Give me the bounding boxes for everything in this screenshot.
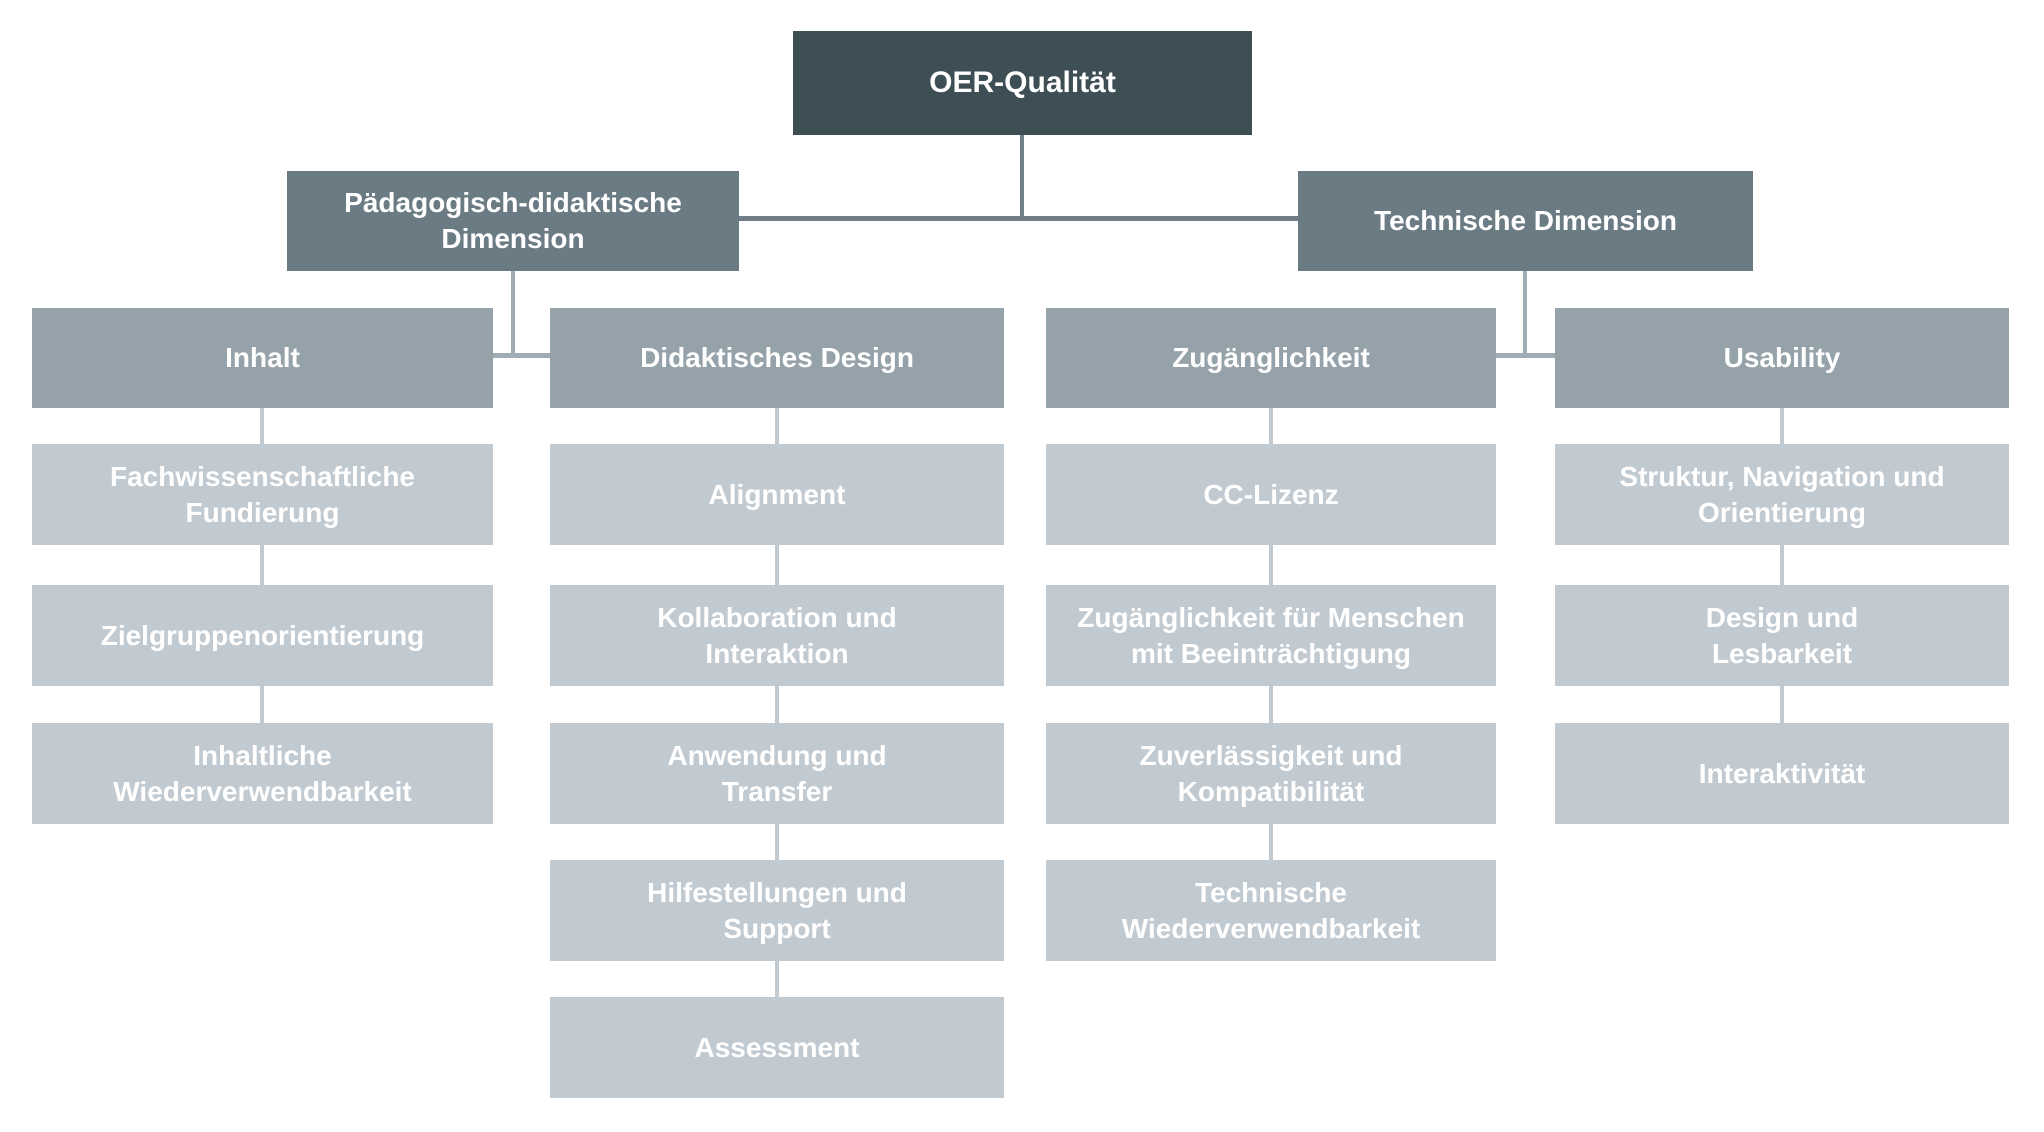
connector-usability-0: [1780, 408, 1784, 444]
connector-paedagogisch-horizontal: [493, 353, 550, 358]
connector-usability-1: [1780, 545, 1784, 585]
connector-technische-vertical: [1523, 271, 1527, 357]
node-label: OER-Qualität: [929, 66, 1116, 99]
node-interaktivitaet: Interaktivität: [1555, 723, 2009, 824]
node-didaktisches-design: Didaktisches Design: [550, 308, 1004, 408]
node-label: Alignment: [708, 478, 846, 510]
node-label: Fachwissenschaftliche Fundierung: [109, 460, 415, 528]
node-label: Technische Wiederverwendbarkeit: [1121, 876, 1421, 944]
node-alignment: Alignment: [550, 444, 1004, 545]
node-zugaenglichkeit: Zugänglichkeit: [1046, 308, 1496, 408]
node-label: Pädagogisch-didaktische Dimension: [344, 187, 682, 254]
node-label: Technische Dimension: [1374, 205, 1677, 236]
node-zielgruppenorientierung: Zielgruppenorientierung: [32, 585, 493, 686]
node-label: Struktur, Navigation und Orientierung: [1619, 460, 1945, 528]
node-inhalt: Inhalt: [32, 308, 493, 408]
node-anwendung-und-transfer: Anwendung und Transfer: [550, 723, 1004, 824]
node-label: Didaktisches Design: [640, 342, 914, 373]
node-usability: Usability: [1555, 308, 2009, 408]
node-fachwissenschaftliche-fundierung: Fachwissenschaftliche Fundierung: [32, 444, 493, 545]
connector-technische-horizontal: [1496, 353, 1555, 358]
connector-zugaenglichkeit-1: [1269, 545, 1273, 585]
connector-didaktisches-design-0: [775, 408, 779, 444]
node-kollaboration-und-interaktion: Kollaboration und Interaktion: [550, 585, 1004, 686]
node-struktur-navigation-orientierung: Struktur, Navigation und Orientierung: [1555, 444, 2009, 545]
node-technische-dimension: Technische Dimension: [1298, 171, 1753, 271]
node-label: Inhaltliche Wiederverwendbarkeit: [113, 739, 412, 807]
node-label: Assessment: [694, 1031, 860, 1063]
node-label: Inhalt: [225, 342, 300, 373]
connector-root-vertical: [1020, 135, 1024, 220]
node-label: Zugänglichkeit für Menschen mit Beeinträ…: [1077, 601, 1465, 669]
node-design-und-lesbarkeit: Design und Lesbarkeit: [1555, 585, 2009, 686]
connector-didaktisches-design-3: [775, 824, 779, 860]
node-zuverlaessigkeit-und-kompatibilitaet: Zuverlässigkeit und Kompatibilität: [1046, 723, 1496, 824]
node-oer-qualitaet: OER-Qualität: [793, 31, 1252, 135]
node-label: Anwendung und Transfer: [667, 739, 887, 807]
node-zugaenglichkeit-fuer-menschen: Zugänglichkeit für Menschen mit Beeinträ…: [1046, 585, 1496, 686]
node-label: Zuverlässigkeit und Kompatibilität: [1139, 739, 1403, 807]
node-inhaltliche-wiederverwendbarkeit: Inhaltliche Wiederverwendbarkeit: [32, 723, 493, 824]
node-label: Zugänglichkeit: [1172, 342, 1370, 373]
connector-didaktisches-design-4: [775, 961, 779, 997]
connector-didaktisches-design-1: [775, 545, 779, 585]
node-cc-lizenz: CC-Lizenz: [1046, 444, 1496, 545]
connector-root-horizontal: [739, 216, 1298, 221]
node-technische-wiederverwendbarkeit: Technische Wiederverwendbarkeit: [1046, 860, 1496, 961]
node-label: Usability: [1723, 342, 1841, 373]
node-assessment: Assessment: [550, 997, 1004, 1098]
node-label: Hilfestellungen und Support: [647, 876, 907, 944]
node-label: Kollaboration und Interaktion: [657, 601, 897, 669]
connector-inhalt-1: [260, 545, 264, 585]
connector-zugaenglichkeit-0: [1269, 408, 1273, 444]
node-label: CC-Lizenz: [1203, 478, 1339, 510]
node-hilfestellungen-und-support: Hilfestellungen und Support: [550, 860, 1004, 961]
node-label: Design und Lesbarkeit: [1705, 601, 1859, 669]
connector-paedagogisch-vertical: [511, 271, 515, 357]
node-label: Zielgruppenorientierung: [100, 619, 425, 651]
node-label: Interaktivität: [1698, 757, 1866, 789]
connector-didaktisches-design-2: [775, 686, 779, 723]
connector-inhalt-0: [260, 408, 264, 444]
connector-usability-2: [1780, 686, 1784, 723]
connector-inhalt-2: [260, 686, 264, 723]
connector-zugaenglichkeit-3: [1269, 824, 1273, 860]
connector-zugaenglichkeit-2: [1269, 686, 1273, 723]
node-paedagogisch-didaktische-dimension: Pädagogisch-didaktische Dimension: [287, 171, 739, 271]
